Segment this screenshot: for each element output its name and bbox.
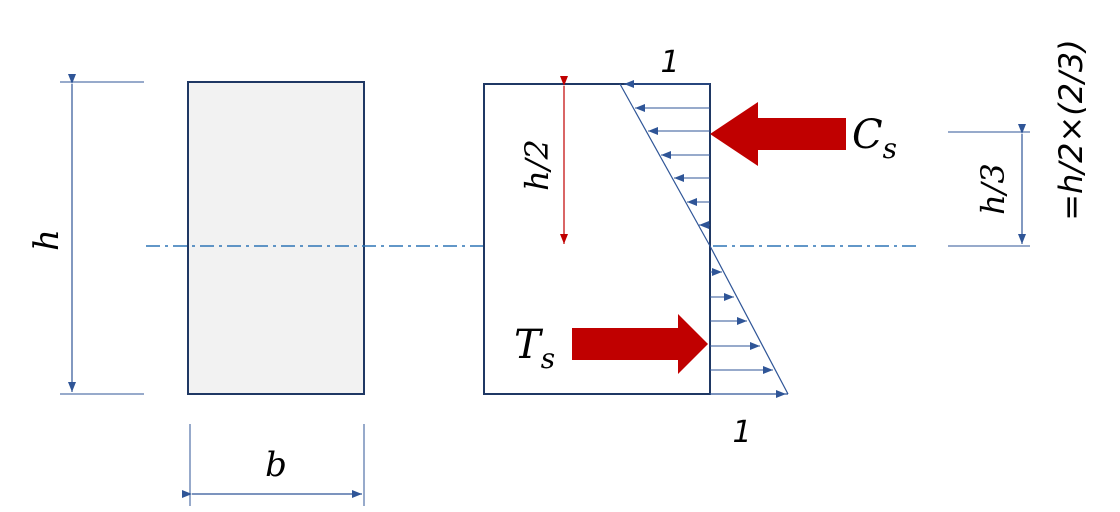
tension-force-label: Ts (514, 322, 555, 375)
width-label: b (265, 445, 287, 485)
compression-force-arrow (710, 102, 846, 166)
height-label: h (27, 229, 67, 251)
third-height-label: h/3 (974, 163, 1012, 215)
tension-stress-arrows (710, 268, 786, 398)
cross-section-rect (187, 81, 365, 395)
half-height-label: h/2 (518, 139, 556, 191)
height-dimension (60, 74, 144, 395)
compression-stress-arrows (624, 80, 710, 229)
compression-force-label: Cs (852, 112, 897, 165)
top-stress-label: 1 (660, 45, 679, 80)
bottom-stress-label: 1 (732, 415, 751, 450)
third-height-dimension (948, 124, 1030, 247)
tension-force-arrow (572, 314, 708, 374)
lever-arm-note: =h/2×(2/3) (1052, 39, 1090, 221)
width-dimension (182, 424, 365, 506)
